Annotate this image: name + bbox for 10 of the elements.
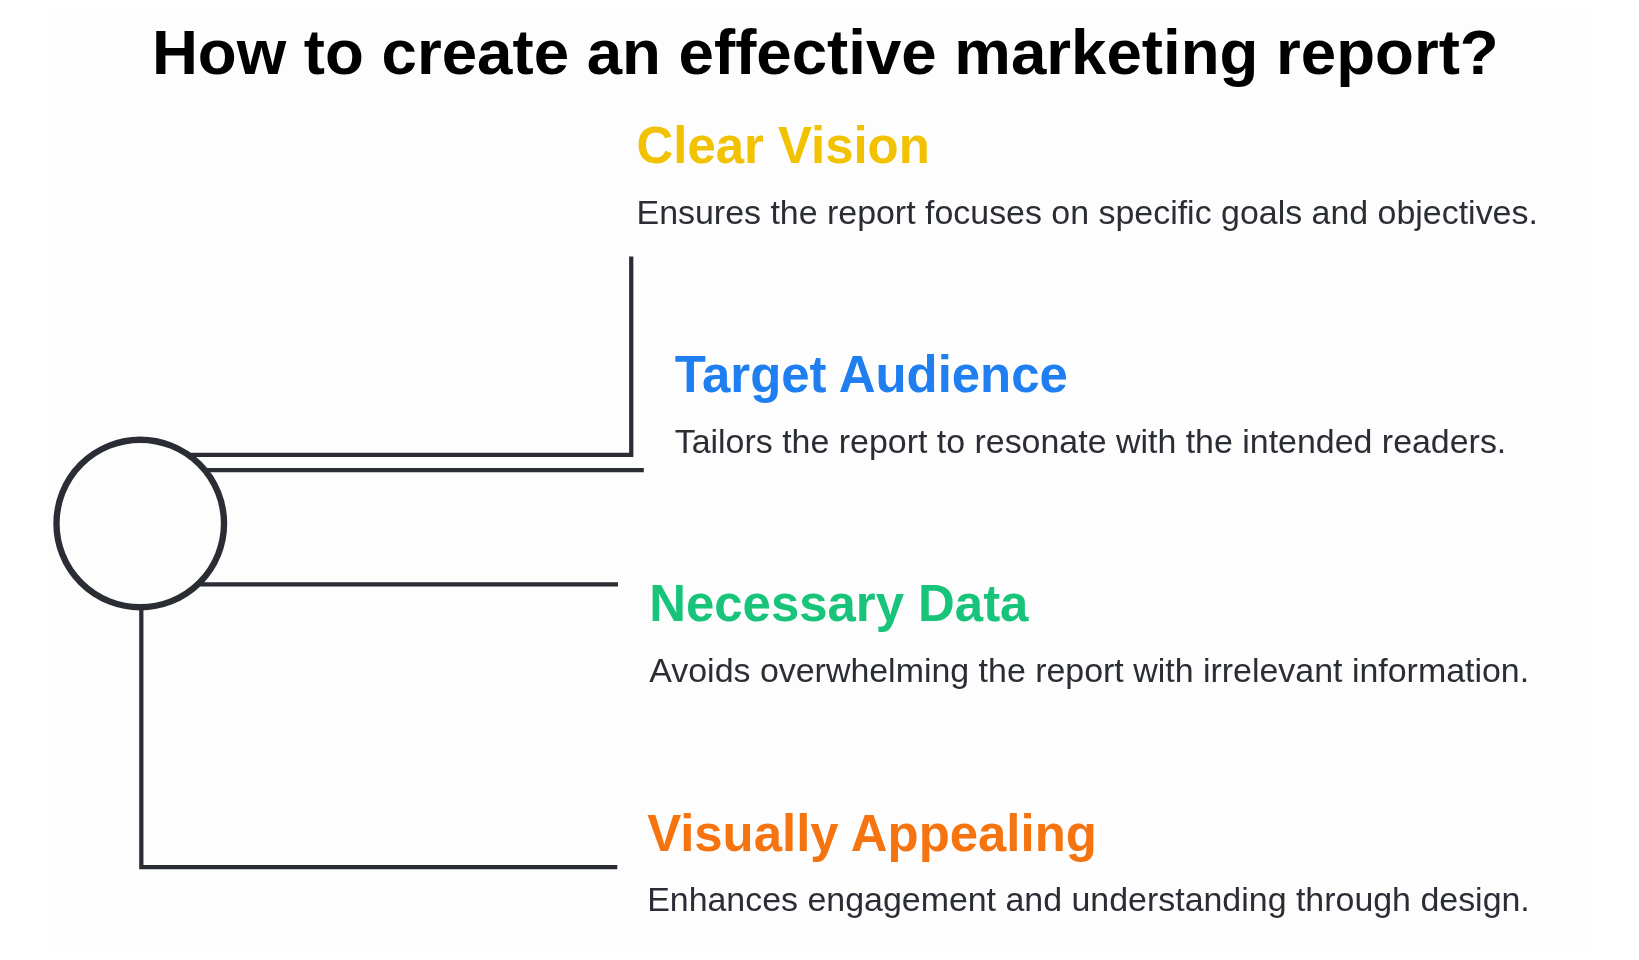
node-text: Necessary Data Avoids overwhelming the report with irrelevant information. <box>648 575 1529 690</box>
node-circle <box>52 436 227 611</box>
connector <box>138 607 617 870</box>
connector <box>204 468 644 473</box>
connector <box>197 582 618 587</box>
connector <box>188 256 633 458</box>
node-text: Target Audience Tailors the report to resonate with the intended readers. <box>674 346 1506 461</box>
diagram-title: How to create an effective marketing report? <box>151 15 1499 87</box>
node-text: Visually Appealing Enhances engagement and understanding through design. <box>646 804 1530 919</box>
node-text: Clear Vision Ensures the report focuses on specific goals and objectives. <box>636 117 1538 232</box>
